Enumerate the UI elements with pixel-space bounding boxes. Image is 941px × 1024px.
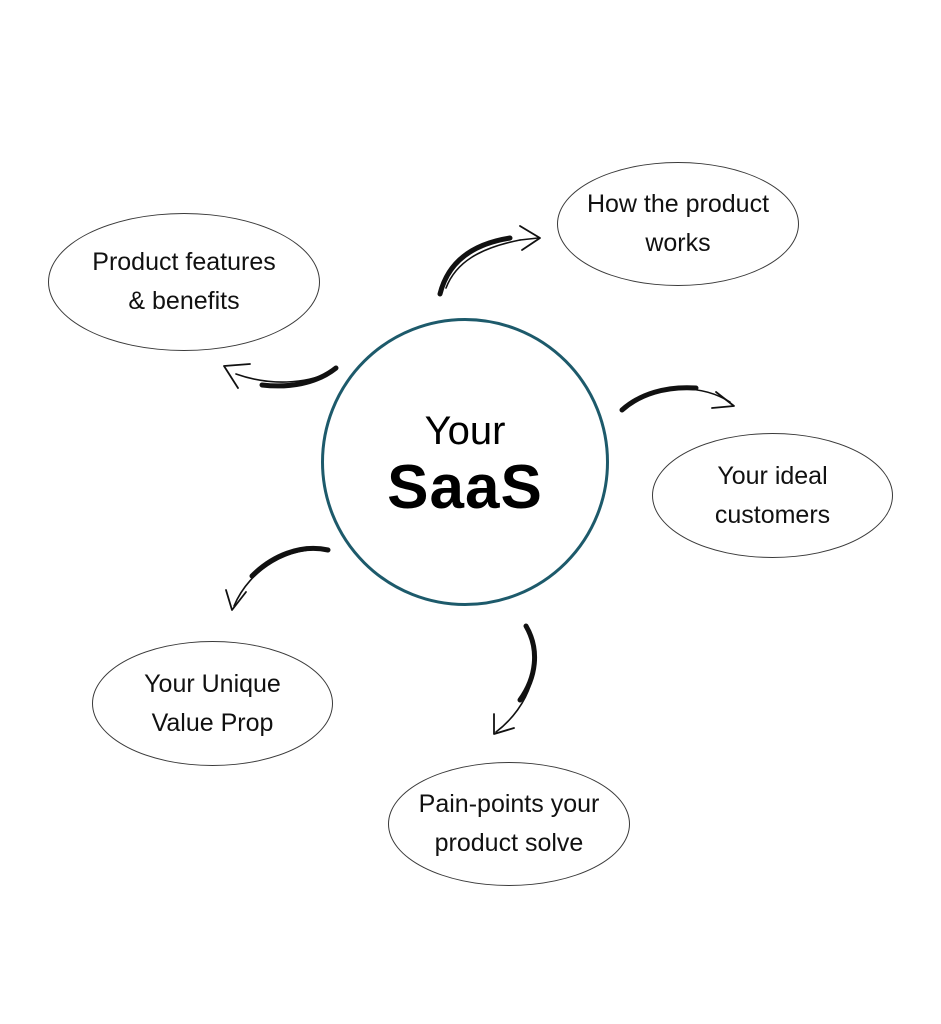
node-label-line2: Value Prop bbox=[151, 708, 274, 737]
node-label-line1: How the product bbox=[586, 190, 770, 218]
node-unique-value-prop: Your Unique Value Prop bbox=[92, 641, 333, 766]
center-node: Your SaaS bbox=[321, 318, 609, 606]
center-label-your: Your bbox=[424, 409, 506, 453]
node-label-line2: & benefits bbox=[128, 287, 240, 315]
node-label-line1: Pain-points your bbox=[418, 790, 600, 818]
node-label-line2: customers bbox=[714, 500, 831, 529]
node-label-line2: works bbox=[645, 229, 711, 257]
node-label-line1: Your ideal bbox=[717, 461, 828, 490]
node-product-features: Product features & benefits bbox=[48, 213, 320, 351]
node-ideal-customers: Your ideal customers bbox=[652, 433, 893, 558]
arrow-to-unique-value-prop bbox=[225, 545, 331, 611]
node-label-line2: product solve bbox=[434, 829, 584, 857]
node-pain-points: Pain-points your product solve bbox=[388, 762, 630, 886]
node-label-line1: Your Unique bbox=[144, 669, 281, 698]
arrow-to-how-product-works bbox=[437, 225, 541, 297]
center-label-saas: SaaS bbox=[387, 453, 543, 522]
arrow-to-ideal-customers bbox=[619, 385, 735, 413]
arrow-to-pain-points bbox=[493, 623, 538, 735]
arrow-to-product-features bbox=[223, 363, 339, 389]
node-how-product-works: How the product works bbox=[557, 162, 799, 286]
node-label-line1: Product features bbox=[92, 248, 276, 276]
